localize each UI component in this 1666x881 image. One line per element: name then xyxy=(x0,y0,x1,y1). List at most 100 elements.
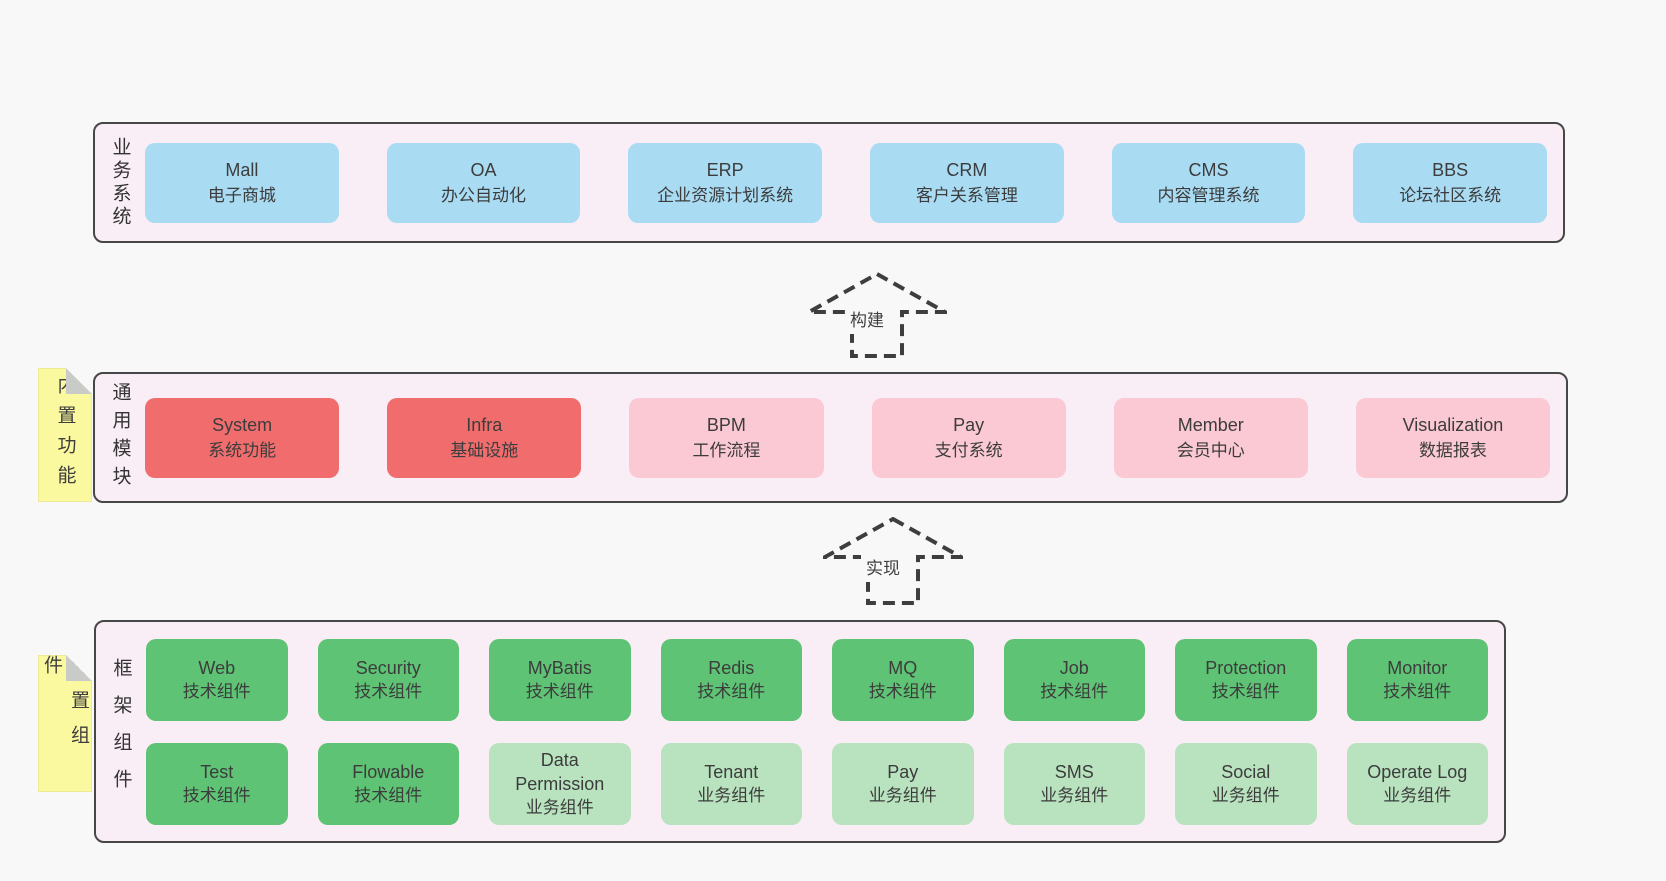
module-box-subtitle: 工作流程 xyxy=(692,440,761,460)
module-box-subtitle: 技术组件 xyxy=(1040,681,1109,701)
module-box-subtitle: 业务组件 xyxy=(1211,785,1280,805)
module-box-job: Job 技术组件 xyxy=(1003,638,1145,721)
module-box-title: BBS xyxy=(1432,159,1469,180)
module-box-title: Flowable xyxy=(352,761,425,782)
panel-label-framework: 框架组件 xyxy=(110,657,132,806)
module-box-subtitle: 技术组件 xyxy=(182,681,251,701)
module-box-mall: Mall 电子商城 xyxy=(145,142,339,223)
module-box-title: Test xyxy=(200,761,234,782)
module-box-subtitle: 技术组件 xyxy=(354,785,423,805)
build-arrow: 构建 xyxy=(807,272,947,358)
module-box-title: Mall xyxy=(225,159,259,180)
module-box-title: Protection xyxy=(1205,657,1287,678)
module-box-subtitle: 内容管理系统 xyxy=(1157,185,1260,205)
module-box-subtitle: 电子商城 xyxy=(207,185,276,205)
module-box-flowable: Flowable 技术组件 xyxy=(317,742,459,825)
implement-arrow: 实现 xyxy=(823,517,963,605)
module-box-oa: OA 办公自动化 xyxy=(386,142,581,223)
module-box-subtitle: 技术组件 xyxy=(182,785,251,805)
sticky-note-text: 内置组件 xyxy=(41,655,89,760)
module-box-title: Web xyxy=(198,657,236,678)
module-box-member: Member 会员中心 xyxy=(1113,397,1308,478)
up-arrow-icon xyxy=(807,272,947,358)
module-box-title: BPM xyxy=(706,414,746,435)
module-box-monitor: Monitor 技术组件 xyxy=(1346,638,1488,721)
module-box-title: Security xyxy=(355,657,421,678)
module-box-web: Web 技术组件 xyxy=(146,638,288,721)
module-box-title: System xyxy=(212,414,273,435)
module-box-cms: CMS 内容管理系统 xyxy=(1111,142,1306,223)
module-box-title: CMS xyxy=(1188,159,1229,180)
module-box-subtitle: 办公自动化 xyxy=(441,185,526,205)
module-box-title: Pay xyxy=(953,414,985,435)
module-box-subtitle: 基础设施 xyxy=(450,440,519,460)
up-arrow-icon xyxy=(823,517,963,605)
module-box-social: Social 业务组件 xyxy=(1175,742,1317,825)
module-box-subtitle: 客户关系管理 xyxy=(915,185,1018,205)
module-box-subtitle: 业务组件 xyxy=(868,785,937,805)
module-box-pay: Pay 业务组件 xyxy=(832,742,974,825)
module-box-subtitle: 技术组件 xyxy=(1383,681,1452,701)
panel-label-modules: 通用模块 xyxy=(109,381,131,494)
module-box-system: System 系统功能 xyxy=(145,397,340,478)
module-box-title: CRM xyxy=(946,159,988,180)
module-box-title: Monitor xyxy=(1387,657,1448,678)
module-box-title: ERP xyxy=(706,159,744,180)
module-box-subtitle: 数据报表 xyxy=(1418,440,1487,460)
module-box-subtitle: 技术组件 xyxy=(697,681,766,701)
module-box-crm: CRM 客户关系管理 xyxy=(870,142,1064,223)
module-box-title: Infra xyxy=(466,414,503,435)
module-box-title: Member xyxy=(1177,414,1244,435)
module-box-title: Data Permission xyxy=(515,749,605,794)
module-box-title: Tenant xyxy=(704,761,759,782)
module-box-title: Social xyxy=(1221,761,1271,782)
module-box-data-permission: Data Permission 业务组件 xyxy=(489,742,631,825)
module-box-subtitle: 技术组件 xyxy=(868,681,937,701)
module-box-title: Operate Log xyxy=(1367,761,1468,782)
module-box-title: OA xyxy=(470,159,497,180)
module-box-security: Security 技术组件 xyxy=(317,638,459,721)
module-box-sms: SMS 业务组件 xyxy=(1003,742,1145,825)
module-box-subtitle: 业务组件 xyxy=(697,785,766,805)
folded-corner-icon xyxy=(66,655,92,681)
implement-arrow-label: 实现 xyxy=(861,551,905,582)
module-box-title: MQ xyxy=(888,657,918,678)
panel-label-business: 业务系统 xyxy=(109,136,131,229)
module-box-subtitle: 系统功能 xyxy=(208,440,277,460)
sticky-note-built-in-components: 内置组件 xyxy=(38,655,92,792)
module-box-test: Test 技术组件 xyxy=(146,742,288,825)
common-modules-rows: System 系统功能 Infra 基础设施 BPM 工作流程 Pay 支付系统 Member 会… xyxy=(145,374,1566,501)
module-box-subtitle: 会员中心 xyxy=(1176,440,1245,460)
common-modules-panel: 通用模块 System 系统功能 Infra 基础设施 BPM 工作流程 Pay 支付系统 Me… xyxy=(93,372,1568,503)
module-box-subtitle: 技术组件 xyxy=(525,681,594,701)
build-arrow-label: 构建 xyxy=(845,303,889,334)
module-box-title: Job xyxy=(1059,657,1089,678)
module-box-bpm: BPM 工作流程 xyxy=(629,397,824,478)
module-box-subtitle: 业务组件 xyxy=(1040,785,1109,805)
sticky-note-text: 内置功能 xyxy=(54,375,76,495)
folded-corner-icon xyxy=(66,368,92,394)
module-box-subtitle: 技术组件 xyxy=(354,681,423,701)
sticky-note-built-in-features: 内置功能 xyxy=(38,368,92,502)
module-box-mq: MQ 技术组件 xyxy=(832,638,974,721)
module-box-tenant: Tenant 业务组件 xyxy=(660,742,802,825)
module-box-subtitle: 支付系统 xyxy=(934,440,1003,460)
common-modules-row: System 系统功能 Infra 基础设施 BPM 工作流程 Pay 支付系统 Member 会… xyxy=(145,397,1551,478)
module-box-title: Pay xyxy=(887,761,919,782)
module-box-title: SMS xyxy=(1054,761,1094,782)
module-box-subtitle: 业务组件 xyxy=(525,797,594,817)
